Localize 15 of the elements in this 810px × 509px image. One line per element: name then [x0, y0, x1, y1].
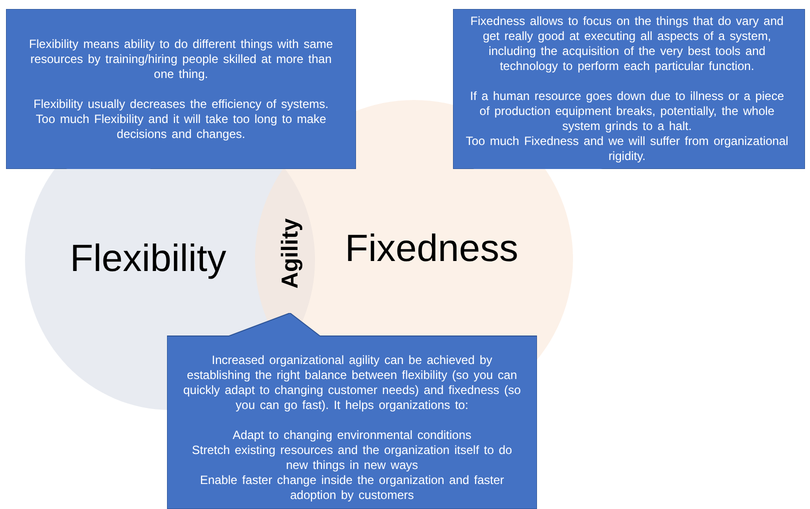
callout-text: Adapt to changing environmental conditions	[232, 428, 472, 443]
callout-tooltip	[167, 313, 537, 509]
callout-text: Increased organizational agility can be achieved by establishing the right balance between flexibility (so you can quickly adapt to changing customer needs) and fixedness (so you can go fast). It helps organizations to:	[182, 353, 522, 413]
overlap-label: Agility	[276, 218, 304, 289]
callout-text: Flexibility usually decreases the efficiency of systems. Too much Flexibility and it will take too long to make decisions and changes.	[32, 97, 330, 142]
callout-text: Flexibility means ability to do different things with same resources by training/hiring people skilled at more than one thing.	[28, 37, 334, 82]
callout-text: Too much Fixedness and we will suffer from organizational rigidity.	[464, 134, 790, 164]
callout-text: Stretch existing resources and the organization itself to do new things in new ways	[190, 443, 514, 473]
callout-tooltip	[453, 9, 805, 169]
callout-text: If a human resource goes down due to illness or a piece of production equipment breaks, potentially, the whole system grinds to a halt.	[468, 89, 785, 134]
callout-text: Fixedness allows to focus on the things that do vary and get really good at executing all aspects of a system, including the acquisition of the very best tools and technology to perform each particular function.	[469, 14, 785, 74]
circle-label: Flexibility	[70, 238, 226, 281]
callout-text: Enable faster change inside the organization and faster adoption by customers	[198, 473, 506, 503]
circle-label: Fixedness	[345, 228, 518, 271]
callout-tooltip	[6, 9, 356, 169]
